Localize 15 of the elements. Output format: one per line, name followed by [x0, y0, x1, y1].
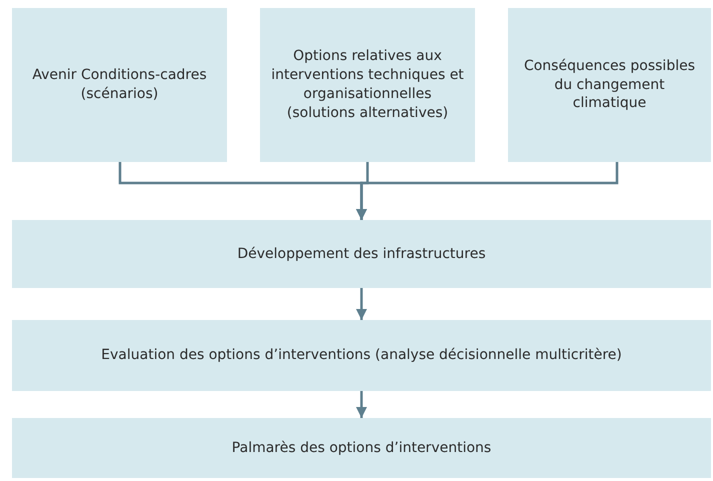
- connector-arrow: [356, 288, 368, 320]
- connector-arrow: [356, 162, 618, 220]
- process-box: [508, 8, 711, 162]
- box-text: Conséquences possibles du changement climatique: [522, 56, 696, 114]
- box-text: Evaluation des options d’interventions (analyse décisionnelle multicritère): [101, 346, 622, 365]
- process-box: [12, 320, 711, 391]
- box-text: Avenir Conditions-cadres (scénarios): [31, 66, 208, 104]
- process-box: [12, 418, 711, 478]
- box-text: Palmarès des options d’interventions: [232, 438, 492, 458]
- box-text: Options relatives aux interventions techniques et organisationnelles (solutions alternatives): [270, 47, 465, 123]
- process-box: [12, 220, 711, 288]
- connector-arrow: [356, 391, 368, 418]
- process-box: [12, 8, 227, 162]
- box-text: Développement des infrastructures: [237, 244, 486, 264]
- process-box: [260, 8, 475, 162]
